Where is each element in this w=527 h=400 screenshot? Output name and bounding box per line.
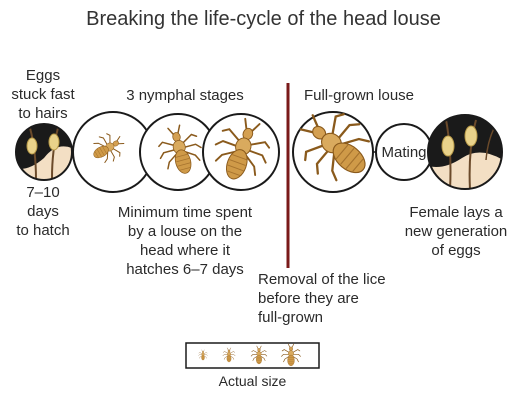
mating-label: Mating [381, 144, 427, 161]
nymph-circle-3 [202, 111, 280, 191]
adult-louse-circle [284, 96, 386, 196]
egg-circle [15, 123, 73, 181]
actual-size-box [185, 342, 320, 369]
nymphal-stages-label: 3 nymphal stages [126, 87, 244, 104]
full-grown-label: Full-grown louse [303, 87, 415, 104]
diagram-title: Breaking the life-cycle of the head lous… [86, 8, 441, 30]
female-eggs-circle [427, 114, 503, 190]
actual-size-label: Actual size [218, 373, 287, 389]
